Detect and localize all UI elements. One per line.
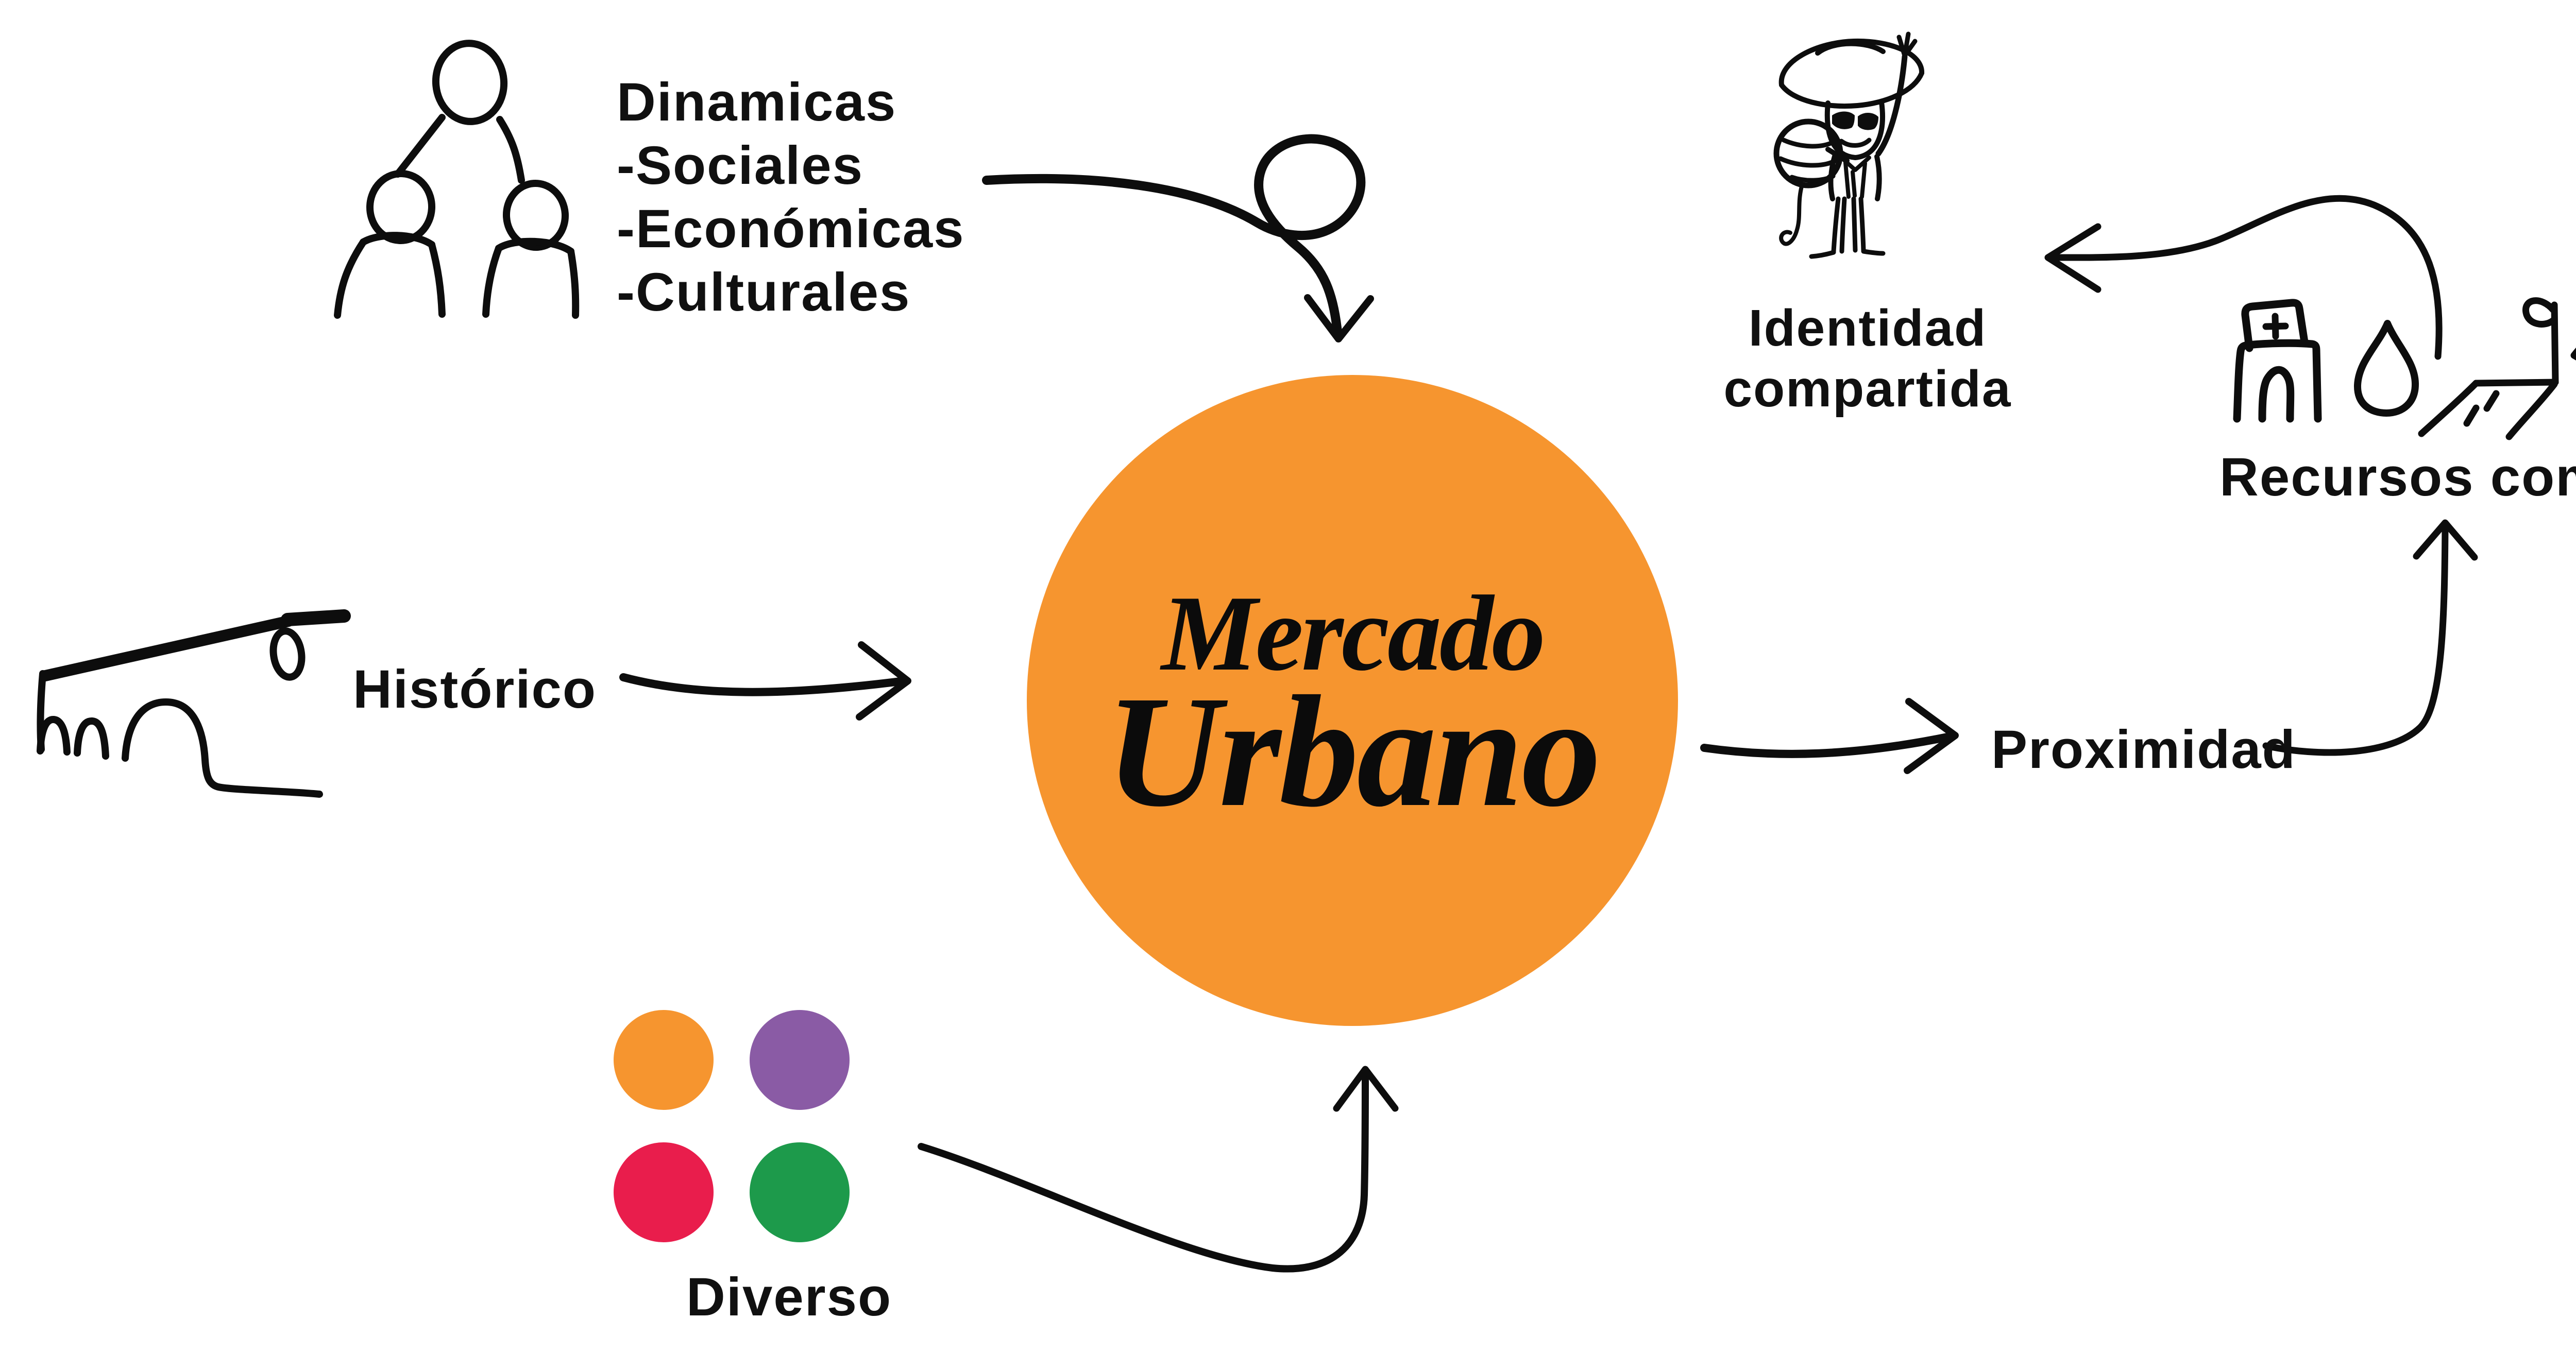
green-dot (750, 1142, 850, 1242)
central-node-title-line-1: Mercado (1161, 574, 1546, 693)
person-with-sombrero-icon (1773, 31, 1924, 259)
arrow-dinamicas-to-center (982, 134, 1374, 342)
arrow-recursos-to-identidad (2044, 195, 2443, 360)
dinamicas-line-1: Dinamicas (617, 72, 897, 132)
identidad-line-1: Identidad (1748, 299, 1987, 357)
graduation-cap-icon (2570, 347, 2576, 361)
arrow-historico-to-center (619, 641, 911, 721)
road-sign-icon (2418, 297, 2559, 440)
red-dot (614, 1142, 714, 1242)
diverso-label: Diverso (686, 1267, 892, 1327)
dinamicas-label: Dinamicas -Sociales -Económicas -Cultura… (617, 71, 965, 324)
orange-dot (614, 1010, 714, 1110)
central-node-title-line-2: Urbano (1106, 663, 1601, 840)
dinamicas-line-3: -Económicas (617, 199, 965, 259)
historico-label: Histórico (353, 659, 597, 720)
central-node-circle (1027, 375, 1678, 1026)
three-people-icon (334, 40, 580, 319)
arrow-proximidad-to-recursos (2262, 519, 2478, 756)
arrow-diverso-to-center (918, 1066, 1399, 1273)
identidad-compartida-label: Identidad compartida (1687, 298, 2048, 419)
water-drop-icon (2353, 320, 2419, 417)
proximidad-label: Proximidad (1991, 720, 2296, 780)
dinamicas-line-4: -Culturales (617, 262, 911, 322)
recursos-comunes-label: Recursos comunes (2219, 447, 2576, 507)
arrow-center-to-proximidad (1700, 698, 1959, 774)
purple-dot (750, 1010, 850, 1110)
bridge-icon (37, 609, 351, 798)
identidad-line-2: compartida (1723, 360, 2012, 418)
dinamicas-line-2: -Sociales (617, 135, 864, 196)
diverso-dots (614, 1010, 850, 1242)
hospital-icon (2233, 299, 2322, 423)
